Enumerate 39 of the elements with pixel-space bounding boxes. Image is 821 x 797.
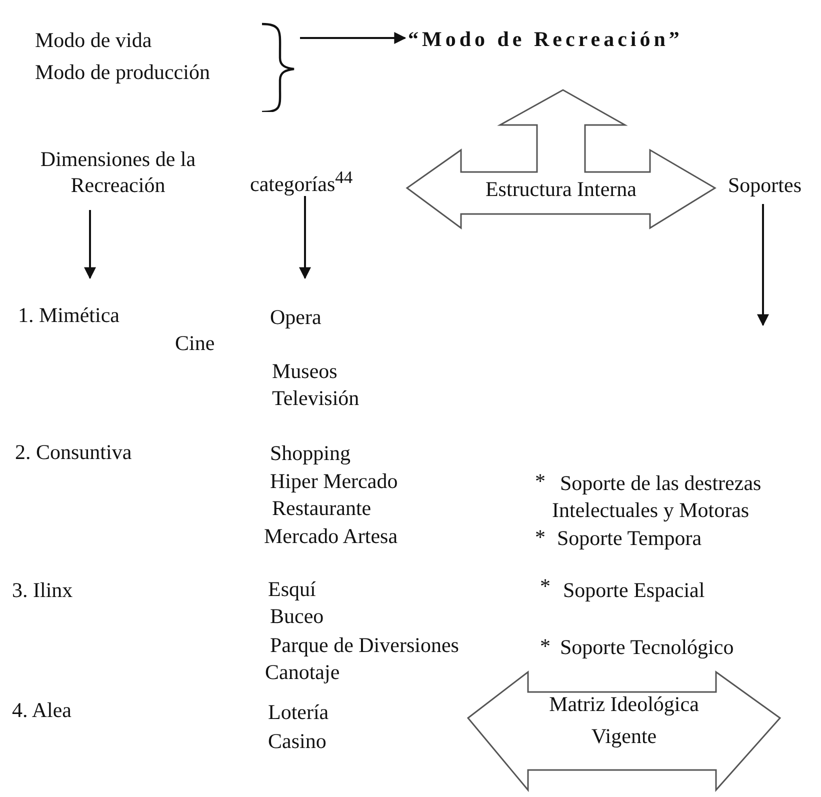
support-item: Soporte Tecnológico [560, 634, 734, 660]
block-arrow-label: Estructura Interna [484, 176, 638, 202]
dimension-item: 1. Mimética [18, 302, 120, 328]
asterisk-bullet: * [540, 633, 550, 659]
block-arrow-label: Matriz Ideológica Vigente [548, 691, 700, 750]
category-item: Opera [270, 304, 322, 330]
dimension-item: 2. Consuntiva [15, 439, 132, 465]
heading-text: Soportes [728, 172, 802, 198]
heading-text: categorías$^{44}$ [250, 166, 353, 197]
category-item: Casino [268, 728, 326, 754]
arrow [299, 196, 311, 280]
dimension-item: 3. Ilinx [12, 577, 73, 603]
category-item: Canotaje [265, 659, 340, 685]
item-text: Modo de producción [35, 59, 210, 85]
arrow [84, 210, 96, 280]
support-item: Soporte Espacial [563, 577, 705, 603]
support-item: Intelectuales y Motoras [552, 497, 750, 523]
category-item: Shopping [270, 440, 351, 466]
asterisk-bullet: * [535, 468, 546, 494]
category-item: Restaurante [272, 495, 372, 521]
arrow [757, 204, 769, 326]
category-item: Televisión [272, 385, 360, 411]
asterisk-bullet: * [540, 573, 550, 599]
category-item: Esquí [268, 576, 316, 602]
category-item: Hiper Mercado [270, 468, 398, 494]
title-text: “Modo de Recreación” [408, 26, 683, 52]
dimension-item: 4. Alea [12, 697, 72, 723]
item-text: Modo de vida [35, 27, 152, 53]
heading-text: Dimensiones de la Recreación [39, 146, 197, 198]
support-item: Soporte de las destrezas [560, 470, 762, 496]
category-item: Lotería [268, 699, 329, 725]
category-item: Buceo [270, 603, 324, 629]
category-item: Parque de Diversiones [270, 632, 459, 658]
asterisk-bullet: * [535, 524, 546, 550]
category-item: Mercado Artesa [264, 523, 398, 549]
support-item: Soporte Tempora [557, 525, 702, 551]
category-item: Cine [175, 330, 215, 356]
category-item: Museos [272, 358, 338, 384]
arrow [300, 32, 406, 44]
